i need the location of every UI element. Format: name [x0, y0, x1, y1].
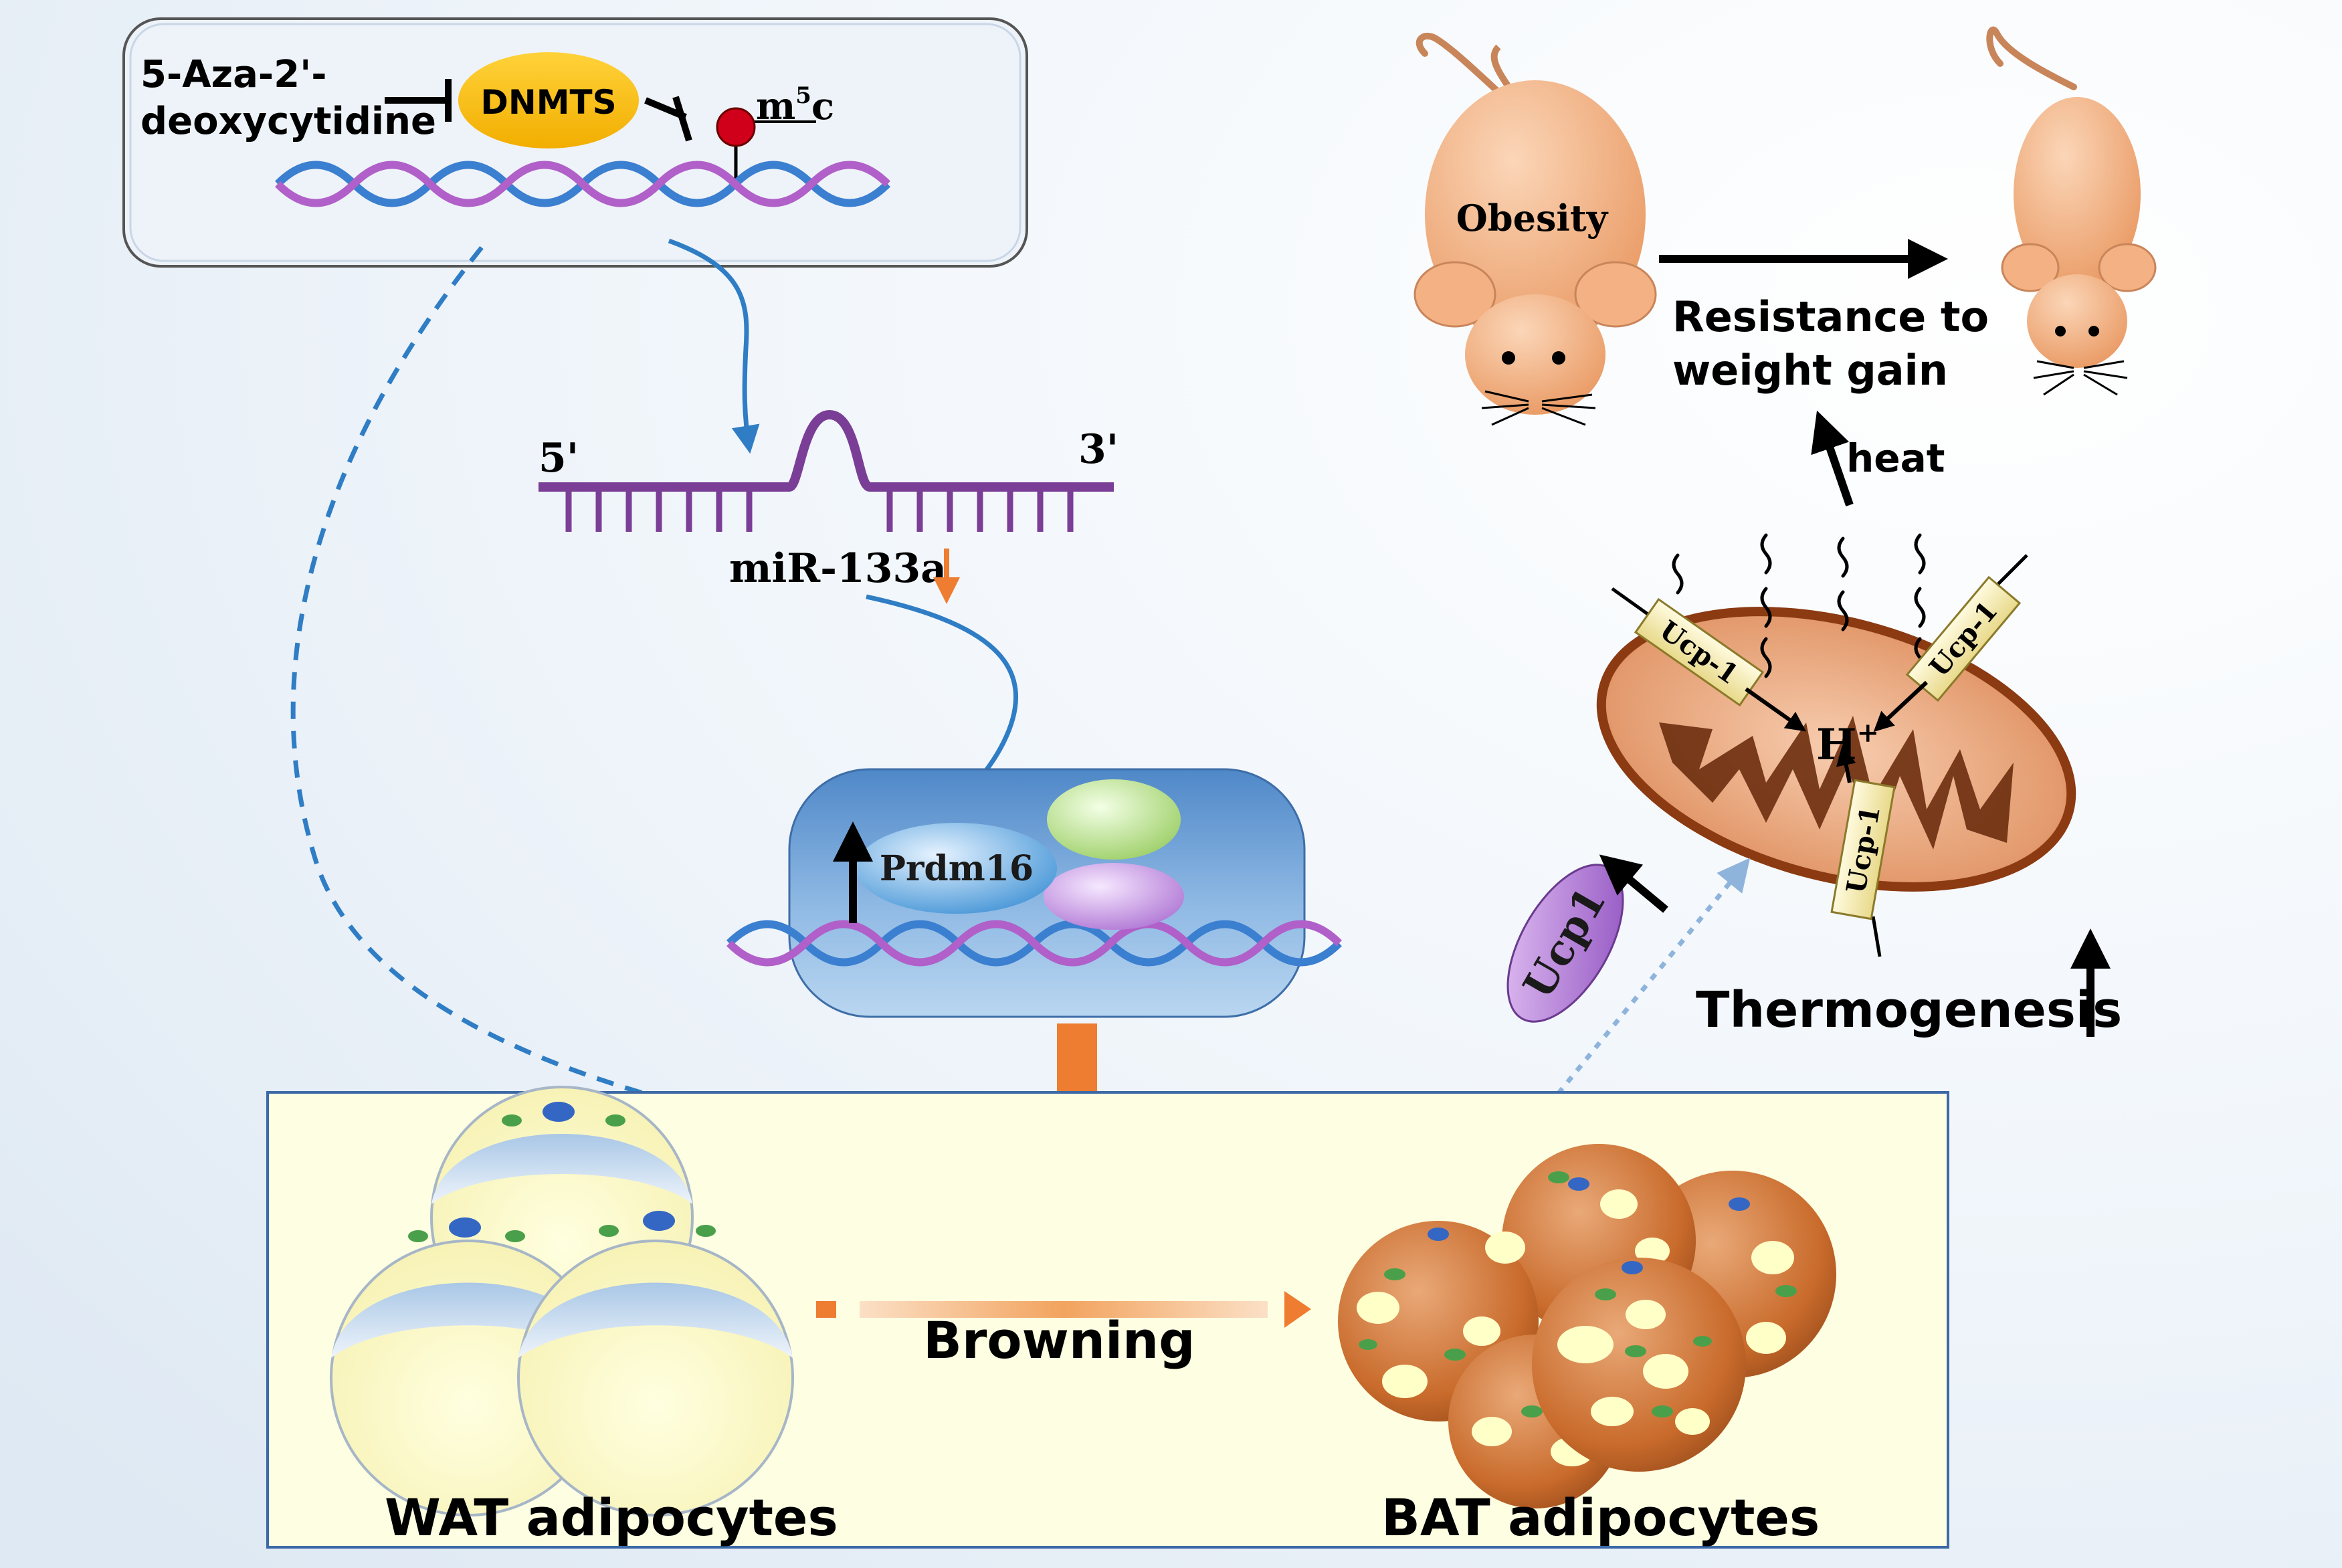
browning-arrow — [816, 1291, 1311, 1328]
ucp1-channel-right: Ucp-1 — [1873, 554, 2028, 732]
transcription-complex: Prdm16 — [729, 768, 1339, 1018]
wat-label: WAT adipocytes — [385, 1488, 838, 1547]
three-prime-label: 3' — [1078, 426, 1118, 473]
outcome-line2: weight gain — [1672, 346, 1948, 395]
bat-adipocyte-cluster — [1338, 1144, 1836, 1508]
ucp1-up-arrow — [1599, 854, 1668, 913]
green-cofactor — [1047, 779, 1181, 860]
drug-name-line1: 5-Aza-2'- — [140, 53, 327, 96]
bat-label: BAT adipocytes — [1381, 1488, 1820, 1547]
wat-adipocyte-cluster — [330, 1086, 794, 1516]
arrow-dna-to-mirna — [668, 238, 760, 454]
lean-mouse — [1986, 26, 2157, 396]
dashed-arrow-to-wat — [290, 246, 856, 1151]
outcome-line1: Resistance to — [1672, 292, 1989, 341]
ucp1-bottom-arrow — [1836, 745, 1856, 783]
ucp1-left-arrow — [1745, 687, 1806, 732]
m5c-label: m5c — [756, 82, 834, 128]
browning-label: Browning — [923, 1310, 1195, 1370]
methylation-inhibition-box: 5-Aza-2'- deoxycytidine DNMTS m5c — [122, 17, 1028, 268]
violet-cofactor — [1044, 863, 1184, 930]
heat-arrow — [1811, 410, 1854, 506]
wat-cell-right — [517, 1211, 794, 1516]
mirna-name: miR-133a — [729, 545, 947, 592]
thermogenesis-label: Thermogenesis — [1696, 981, 2122, 1039]
dnmts-label: DNMTS — [480, 83, 616, 122]
ucp1-channel-bottom: Ucp-1 — [1830, 745, 1896, 957]
obese-mouse: Obesity — [1413, 33, 1657, 426]
bat-cell-front — [1532, 1258, 1746, 1472]
mirna-hairpin: 5' 3' miR-133a — [539, 409, 1118, 604]
five-prime-label: 5' — [539, 435, 579, 482]
ucp1-right-arrow — [1873, 680, 1929, 732]
heat-label: heat — [1846, 435, 1945, 481]
methyl-mark-icon — [716, 107, 756, 147]
drug-name-line2: deoxycytidine — [140, 100, 436, 143]
prdm16-protein — [856, 823, 1057, 914]
prdm16-label: Prdm16 — [880, 848, 1034, 889]
dnmts-enzyme — [458, 52, 639, 149]
obesity-label: Obesity — [1456, 197, 1609, 239]
